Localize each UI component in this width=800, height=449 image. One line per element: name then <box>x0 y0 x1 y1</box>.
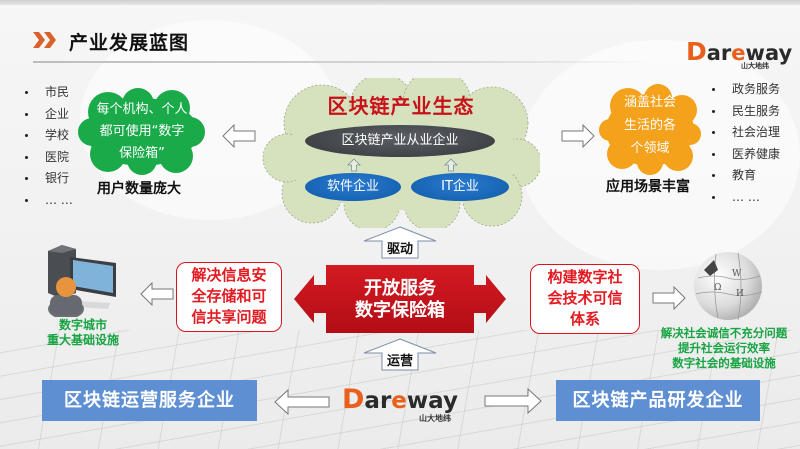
list-item: 社会治理 <box>711 122 780 144</box>
list-item: 学校 <box>24 125 73 147</box>
caption-line: 提升社会运行效率 <box>678 341 770 355</box>
industry-enterprises-ellipse: 区块链产业从业企业 <box>305 125 495 157</box>
list-item: 医养健康 <box>711 144 780 166</box>
right-arrow-icon <box>484 388 542 414</box>
caption-line: 数字城市 <box>58 318 107 332</box>
dareway-logo-center: D areway 山大地纬 <box>342 383 458 423</box>
user-scale-caption: 用户数量庞大 <box>97 181 181 197</box>
list-item: … … <box>711 187 780 209</box>
cloud-line: 生活的各 <box>623 118 676 133</box>
up-arrow-icon <box>444 158 458 172</box>
logo-letter-d: D <box>342 384 365 415</box>
right-arrow-icon <box>652 286 686 310</box>
caption-line: 解决社会诚信不充分问题 <box>660 326 788 340</box>
list-item: 银行 <box>24 168 73 190</box>
ecosystem-title: 区块链产业生态 <box>327 94 475 118</box>
operations-service-enterprise-box: 区块链运营服务企业 <box>42 380 257 421</box>
orange-cloud-text: 涵盖社会 生活的各 个领域 <box>608 91 692 160</box>
cloud-line: 每个机构、个人 <box>96 102 188 117</box>
list-item: 企业 <box>24 104 73 126</box>
core-service-text: 开放服务 数字保险箱 <box>326 278 474 322</box>
logo-part: way <box>745 41 793 65</box>
computer-user-icon <box>48 245 116 317</box>
orange-cloud-shape <box>599 84 701 175</box>
user-type-list: 市民 企业 学校 医院 银行 … … <box>24 82 73 211</box>
double-chevron-icon <box>33 32 56 48</box>
right-arrow-icon <box>561 124 595 148</box>
logo-wordmark: areway <box>364 389 458 413</box>
top-border <box>0 0 800 5</box>
cloud-line: 保险箱” <box>119 146 165 161</box>
svg-text:W: W <box>732 269 742 279</box>
logo-part: e <box>731 41 746 65</box>
trust-system-box: 构建数字社 会技术可信 体系 <box>530 264 640 334</box>
core-line: 数字保险箱 <box>355 300 445 321</box>
drive-up-arrow-icon <box>363 226 437 259</box>
logo-subtitle: 山大地纬 <box>419 414 451 423</box>
logo-subtitle: 山大地纬 <box>741 62 769 70</box>
box-line: 体系 <box>569 310 600 328</box>
caption-line: 重大基础设施 <box>46 333 119 347</box>
list-item: … … <box>24 190 73 212</box>
box-line: 全存储和可 <box>191 287 267 305</box>
caption-line: 数字社会的基础设施 <box>672 356 776 370</box>
page-title: 产业发展蓝图 <box>69 32 190 54</box>
logo-part: way <box>406 388 458 414</box>
logo-part: e <box>391 388 407 414</box>
operate-label: 运营 <box>386 354 413 369</box>
dareway-logo: D areway 山大地纬 <box>686 34 792 70</box>
left-arrow-icon <box>274 389 330 415</box>
left-arrow-icon <box>140 282 174 306</box>
it-enterprises-ellipse: IT企业 <box>411 173 509 201</box>
left-arrow-icon <box>222 124 256 148</box>
list-item: 市民 <box>24 82 73 104</box>
logo-part: ar <box>364 388 392 414</box>
logo-part: ar <box>706 41 732 65</box>
globe-caption: 解决社会诚信不充分问题 提升社会运行效率 数字社会的基础设施 <box>648 326 800 371</box>
box-line: 会技术可信 <box>547 289 623 307</box>
list-item: 教育 <box>711 165 780 187</box>
product-rd-enterprise-box: 区块链产品研发企业 <box>556 380 760 421</box>
logo-wordmark: areway <box>707 42 792 64</box>
svg-text:И: И <box>736 289 744 299</box>
operate-up-arrow-icon <box>363 338 437 371</box>
cloud-line: 个领域 <box>630 141 670 156</box>
drive-label: 驱动 <box>386 242 413 257</box>
info-security-box: 解决信息安 全存储和可 信共享问题 <box>176 262 282 332</box>
header-divider <box>33 61 653 63</box>
list-item: 医院 <box>24 147 73 169</box>
up-arrow-icon <box>347 158 361 172</box>
cloud-line: 涵盖社会 <box>623 95 676 110</box>
green-cloud-text: 每个机构、个人 都可使用“数字 保险箱” <box>84 99 200 165</box>
box-line: 解决信息安 <box>191 266 267 284</box>
box-line: 构建数字社 <box>547 268 623 286</box>
cloud-line: 都可使用“数字 <box>99 124 185 139</box>
green-cloud-shape <box>78 88 205 175</box>
box-line: 信共享问题 <box>191 308 267 326</box>
svg-text:Ω: Ω <box>714 283 721 293</box>
puzzle-globe-icon: Ω W И <box>694 252 763 321</box>
list-item: 政务服务 <box>711 79 780 101</box>
digital-city-caption: 数字城市 重大基础设施 <box>40 318 126 348</box>
core-line: 开放服务 <box>364 278 436 299</box>
core-double-arrow-shape <box>294 265 506 333</box>
scenario-caption: 应用场景丰富 <box>606 179 690 195</box>
application-scenario-list: 政务服务 民生服务 社会治理 医养健康 教育 … … <box>711 79 780 208</box>
software-enterprises-ellipse: 软件企业 <box>305 173 401 201</box>
list-item: 民生服务 <box>711 101 780 123</box>
logo-letter-d: D <box>686 37 707 66</box>
